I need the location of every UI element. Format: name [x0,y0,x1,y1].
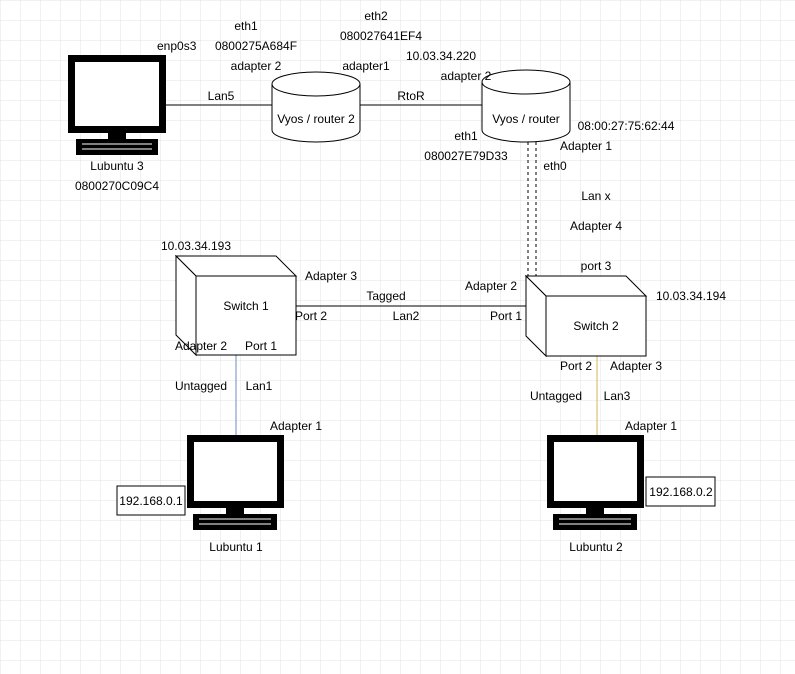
router-vyos-2[interactable]: Vyos / router 2 [271,71,361,143]
router-1-name: Vyos / router [492,112,560,126]
label-lan3-untagged: Untagged [530,389,582,403]
label-switch-2-port-3: port 3 [581,259,612,273]
link-lanx[interactable] [527,142,537,278]
label-router-1-eth2: eth2 [364,9,388,23]
switch-2-name: Switch 2 [573,319,619,333]
computer-icon [187,435,284,530]
label-lan2-tagged: Tagged [366,289,405,303]
ip-box-lubuntu-2 [645,476,716,507]
label-lubuntu-3-mac: 0800270C09C4 [75,179,159,193]
label-lubuntu-1: Lubuntu 1 [209,540,263,554]
label-router-1-eth1: eth1 [454,129,478,143]
label-router-1-adapter-1: Adapter 1 [560,139,612,153]
label-router-2-adapter-2: adapter 2 [231,59,282,73]
label-lan5: Lan5 [208,89,235,103]
switch-2[interactable]: Switch 2 [524,274,648,358]
label-switch-2-adapter-3: Adapter 3 [610,359,662,373]
switch-1-name: Switch 1 [223,299,269,313]
label-lanx: Lan x [581,189,610,203]
label-router-2-eth1-mac: 0800275A684F [215,39,297,53]
label-switch-2-adapter-2: Adapter 2 [465,279,517,293]
label-enp0s3: enp0s3 [157,39,197,53]
label-switch-1-port-2: Port 2 [295,309,327,323]
label-router-2-adapter-1: adapter1 [342,59,390,73]
label-switch-2-adapter-4: Adapter 4 [570,219,622,233]
label-switch-1-adapter-3: Adapter 3 [305,269,357,283]
label-switch-1-adapter-2: Adapter 2 [175,339,227,353]
label-rtor: RtoR [397,89,425,103]
label-lan1-untagged: Untagged [175,379,227,393]
label-switch-1-port-1: Port 1 [245,339,277,353]
computer-lubuntu-2[interactable] [547,435,644,530]
label-lan2: Lan2 [393,309,420,323]
router-2-name: Vyos / router 2 [277,112,355,126]
switch-icon [524,274,648,358]
label-router-1-ip: 10.03.34.220 [406,49,476,63]
ip-lubuntu-2: 192.168.0.2 [649,485,713,499]
label-switch-1-ip: 10.03.34.193 [161,239,231,253]
label-lubuntu-3: Lubuntu 3 [90,159,144,173]
label-router-1-adapter-2: adapter 2 [441,69,492,83]
label-lan1: Lan1 [246,379,273,393]
ip-lubuntu-1: 192.168.0.1 [119,494,183,508]
computer-icon [68,55,166,155]
computer-lubuntu-3[interactable] [68,55,166,155]
label-switch-2-ip: 10.03.34.194 [656,289,726,303]
label-lubuntu-1-adapter-1: Adapter 1 [270,419,322,433]
ip-box-lubuntu-1 [116,485,186,516]
label-router-1-mac: 08:00:27:75:62:44 [578,119,675,133]
label-router-1-eth0: eth0 [543,159,567,173]
label-switch-2-port-1: Port 1 [490,309,522,323]
label-lan3: Lan3 [604,389,631,403]
label-router-1-eth1-mac: 080027E79D33 [424,149,508,163]
label-switch-2-port-2: Port 2 [560,359,592,373]
switch-icon [174,254,298,357]
router-icon [481,69,571,143]
label-router-2-eth1: eth1 [234,19,258,33]
computer-icon [547,435,644,530]
router-vyos-1[interactable]: Vyos / router [481,69,571,143]
router-icon [271,71,361,143]
computer-lubuntu-1[interactable] [187,435,284,530]
label-router-1-eth2-mac: 080027641EF4 [340,29,422,43]
label-lubuntu-2: Lubuntu 2 [569,540,623,554]
label-lubuntu-2-adapter-1: Adapter 1 [625,419,677,433]
switch-1[interactable]: Switch 1 [174,254,298,357]
